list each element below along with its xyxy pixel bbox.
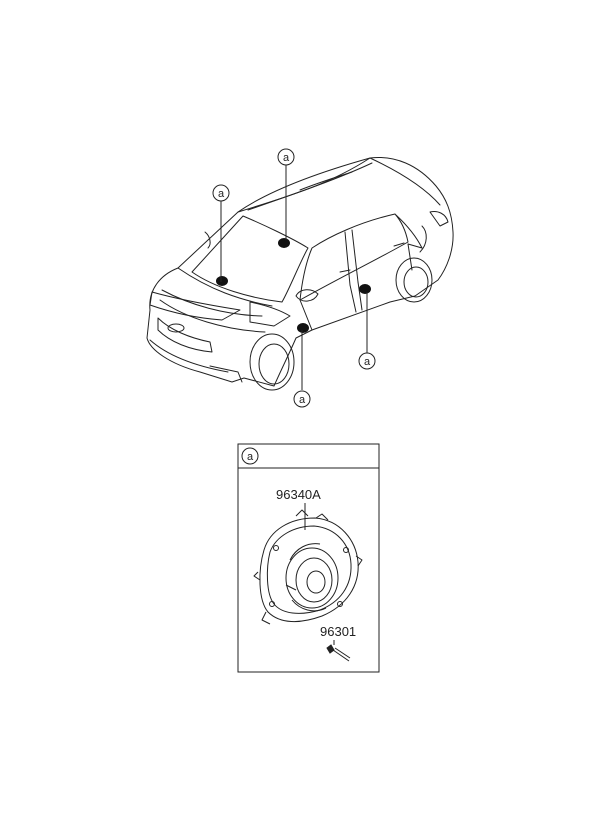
- leader-lines: [220, 165, 368, 390]
- detail-header: a: [241, 447, 259, 465]
- detail-header-label: a: [247, 451, 254, 463]
- speaker-marker-rear-door: [359, 284, 371, 294]
- speaker-marker-dash-left: [216, 276, 228, 286]
- detail-box: a: [237, 443, 380, 673]
- callout-label: a: [299, 394, 306, 406]
- speaker-markers: [216, 238, 371, 333]
- speaker-marker-rear-shelf: [278, 238, 290, 248]
- callout-label: a: [218, 188, 225, 200]
- part-number-speaker: 96340A: [276, 487, 321, 502]
- callout-2: a: [277, 148, 295, 166]
- callout-3: a: [293, 390, 311, 408]
- speaker-illustration: [253, 509, 363, 625]
- callout-label: a: [364, 356, 371, 368]
- car-illustration: [146, 156, 454, 391]
- part-number-screw: 96301: [320, 624, 356, 639]
- screw-illustration: [326, 644, 351, 662]
- speaker-marker-front-door: [297, 323, 309, 333]
- callout-1: a: [212, 184, 230, 202]
- callout-label: a: [283, 152, 290, 164]
- callout-4: a: [358, 352, 376, 370]
